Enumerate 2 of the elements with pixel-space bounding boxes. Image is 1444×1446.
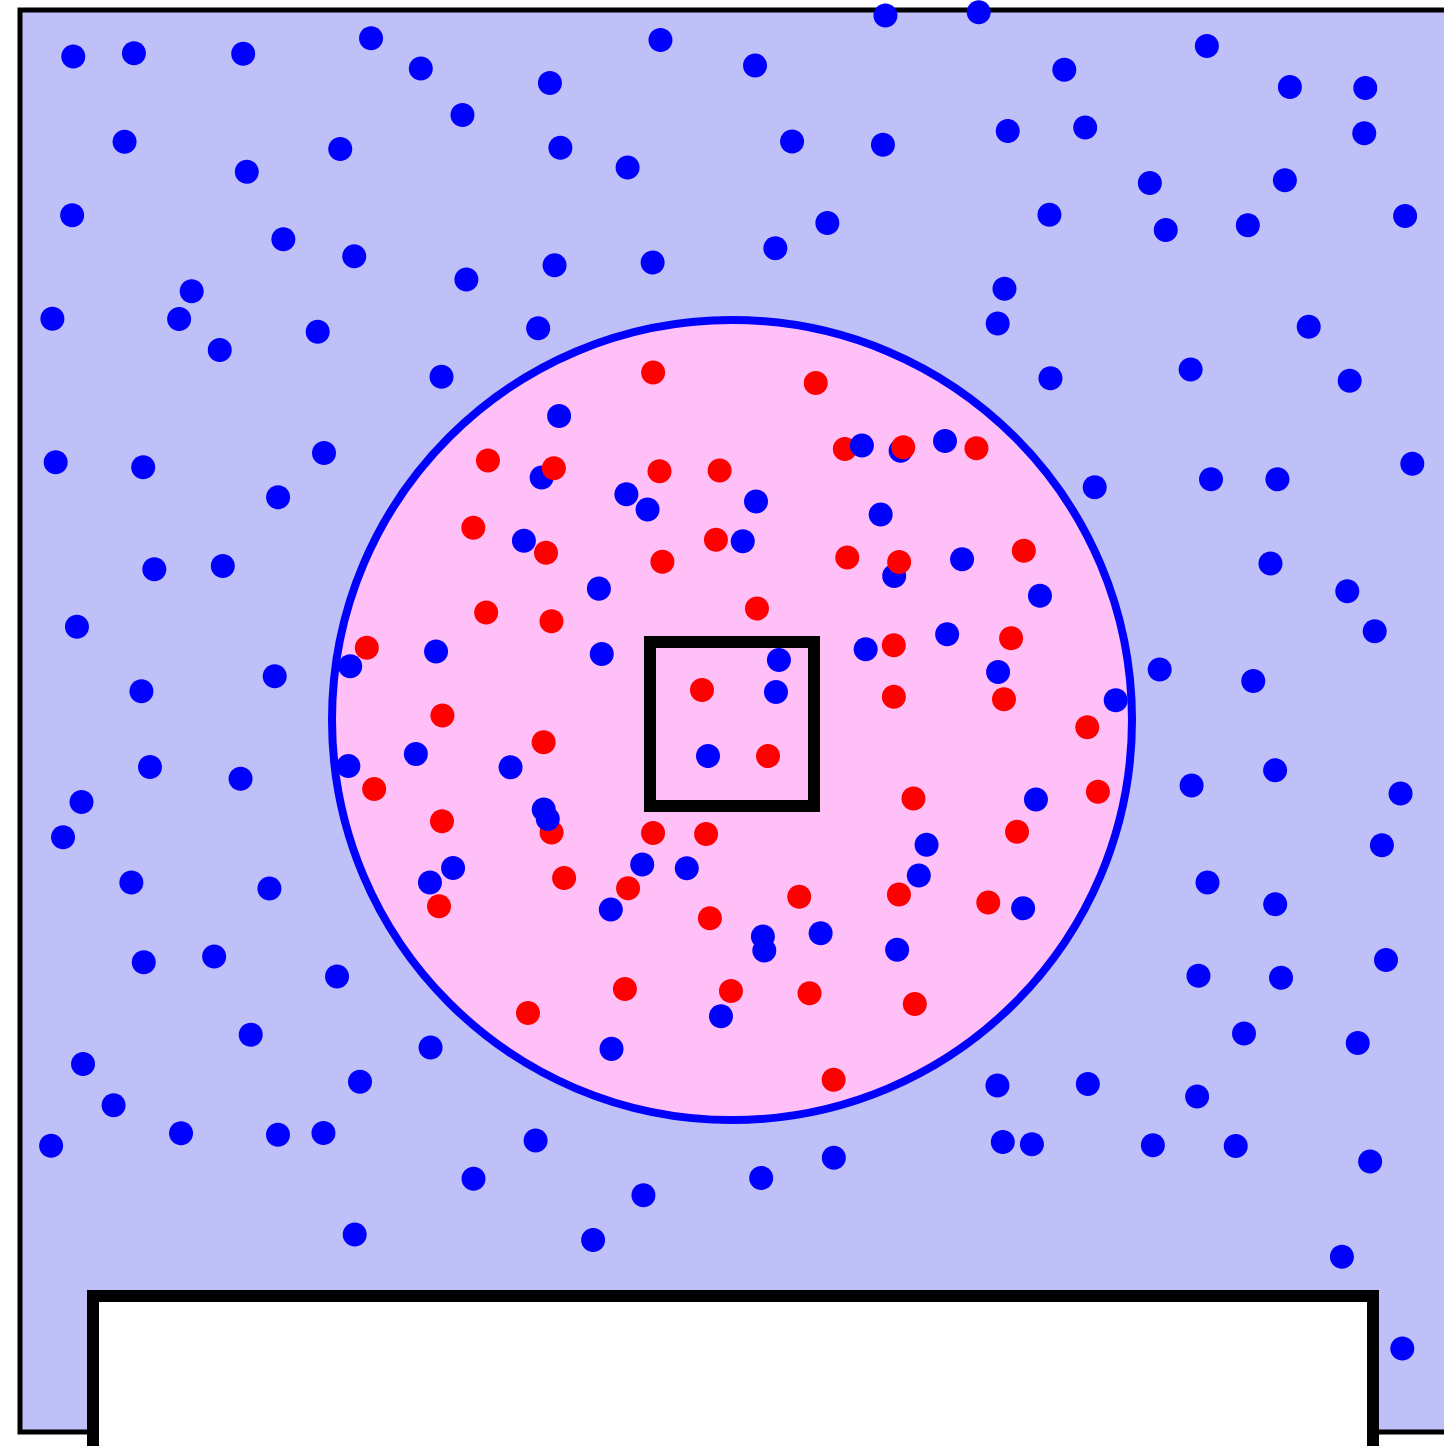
panel-box (87, 1290, 1379, 1446)
square-box (644, 636, 820, 812)
